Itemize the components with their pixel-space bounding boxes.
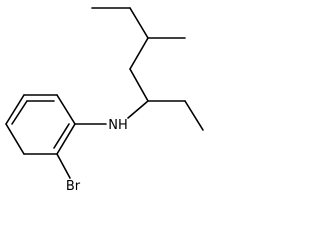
bond-ring-to-br [56,153,71,179]
bond-branch-to-ch2 [129,7,149,39]
bond-nh-to-ch [127,100,149,119]
amine-label: NH [108,118,128,133]
benzene-ring [5,94,76,155]
ring-double-bond-left [11,100,28,125]
ring-bond-right-upper [56,94,76,125]
ring-bond-left-upper [5,94,25,125]
ring-bond-left-lower [5,123,25,155]
ring-bond-right-lower [56,123,76,155]
ring-double-bond-right [53,123,70,149]
molecule-structure: Br NH [5,7,204,194]
bond-ch2-to-branch [129,37,149,70]
bond-ethyl-end [184,100,204,131]
bond-ch-to-ch2 [129,68,149,102]
bromine-label: Br [66,179,81,194]
